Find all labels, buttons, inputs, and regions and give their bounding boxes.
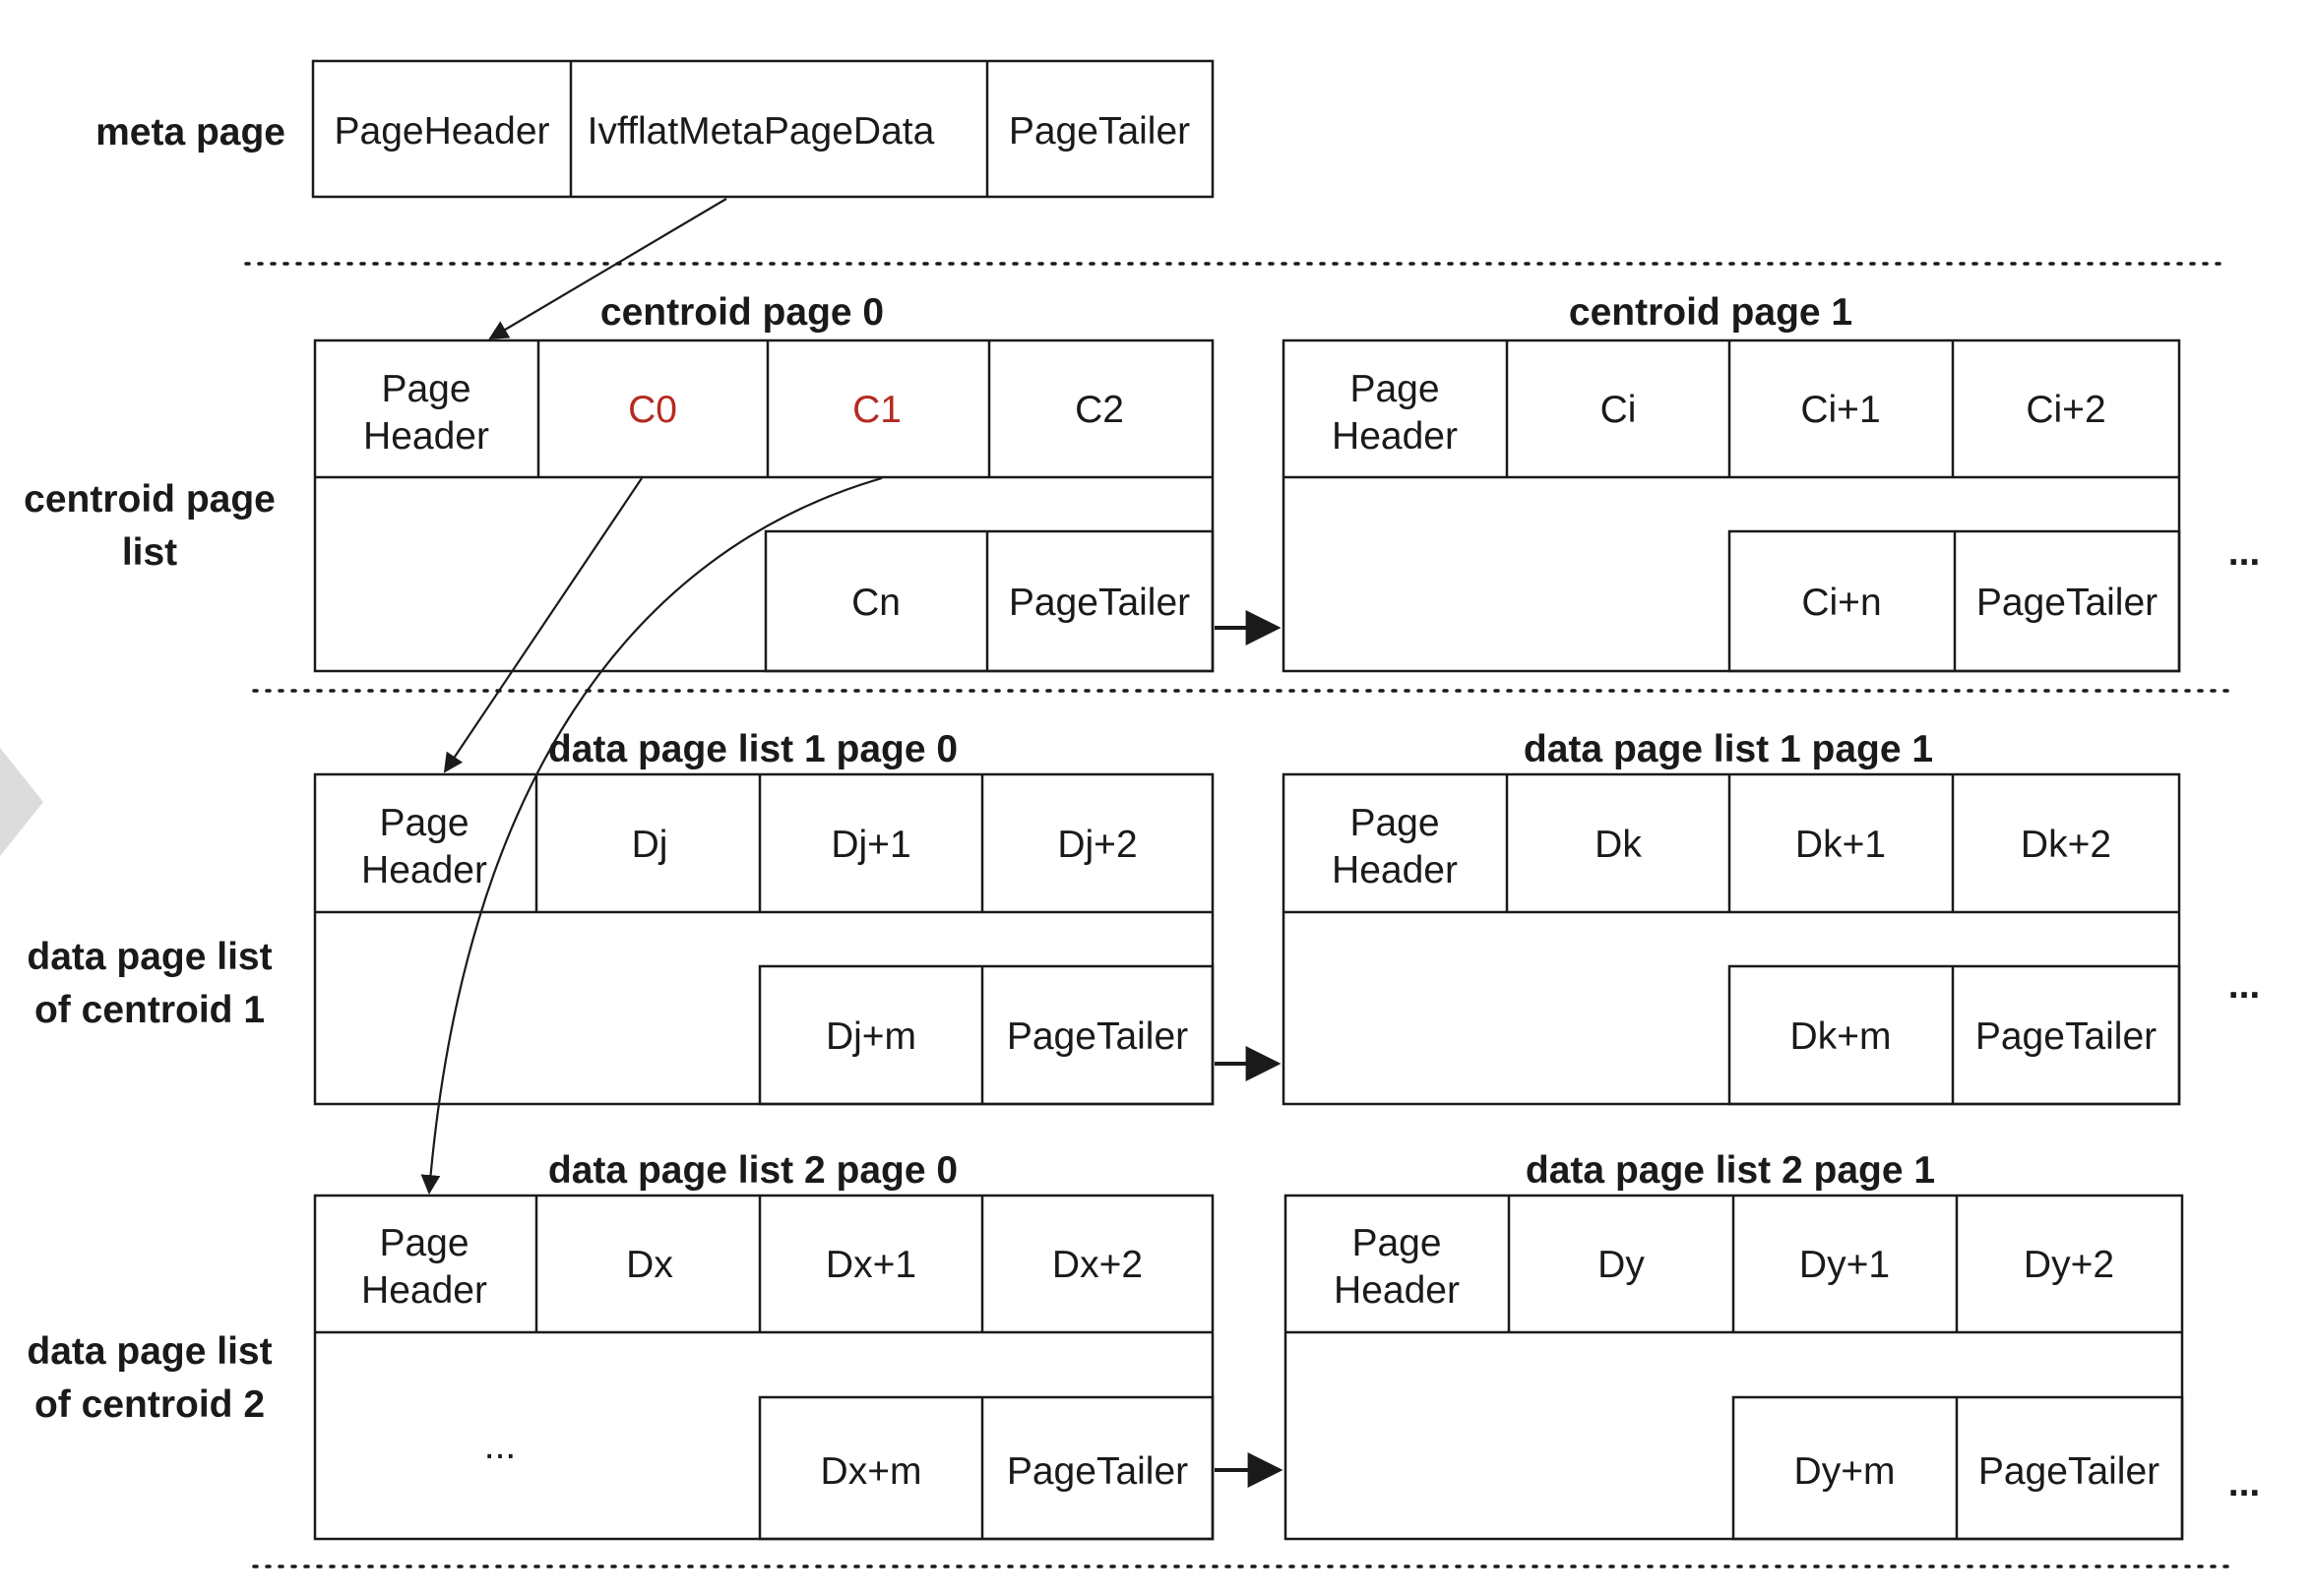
row-label-meta: meta page <box>95 111 285 153</box>
watermark-triangle <box>0 748 43 856</box>
data-dj-plus-m: Dj+m <box>826 1015 916 1058</box>
data-dx: Dx <box>626 1244 673 1286</box>
meta-page-box <box>311 59 1215 199</box>
data1-page-0-header-line2: Header <box>361 849 487 891</box>
data2-page-1-title: data page list 2 page 1 <box>1526 1149 1935 1192</box>
data1-page-1-tailer: PageTailer <box>1975 1015 2157 1058</box>
centroid-page-0-header-line1: Page <box>381 368 470 410</box>
c0-to-data-list-1-arrow <box>443 477 643 773</box>
data-dk-plus-1: Dk+1 <box>1795 824 1886 866</box>
centroid-c2: C2 <box>1075 389 1124 431</box>
continuation-ellipsis-centroid: ... <box>2228 531 2261 574</box>
centroid-page-1-header-line1: Page <box>1349 368 1439 410</box>
data2-page-1 <box>1283 1194 2184 1541</box>
data1-page-1-header-line2: Header <box>1332 849 1458 891</box>
data-dx-plus-2: Dx+2 <box>1052 1244 1143 1286</box>
row-label-data1-line2: of centroid 1 <box>34 989 265 1031</box>
data2-page-0-header-line2: Header <box>361 1269 487 1312</box>
centroid-page-1-tailer: PageTailer <box>1976 582 2158 624</box>
data2-page-1-header-line1: Page <box>1351 1222 1441 1264</box>
data-dx-plus-1: Dx+1 <box>826 1244 916 1286</box>
centroid-page-1 <box>1282 338 2181 673</box>
meta-to-centroid-arrow <box>488 198 727 340</box>
meta-page-header-cell: PageHeader <box>335 110 550 153</box>
c1-to-data-list-2-arrow <box>420 476 883 1195</box>
data-dj: Dj <box>632 824 668 866</box>
data2-page-0-filler-ellipsis: ... <box>484 1425 517 1467</box>
data2-page-1-tailer: PageTailer <box>1978 1450 2159 1493</box>
data2-page-0 <box>313 1194 1215 1541</box>
centroid-ci: Ci <box>1600 389 1637 431</box>
continuation-ellipsis-data1: ... <box>2228 964 2261 1007</box>
centroid-page-0-tailer: PageTailer <box>1009 582 1190 624</box>
data-dk-plus-m: Dk+m <box>1790 1015 1892 1058</box>
row-label-data2-line1: data page list <box>27 1330 272 1373</box>
meta-page-data-cell: IvfflatMetaPageData <box>588 110 935 153</box>
row-labels: meta page centroid page list data page l… <box>24 111 285 1426</box>
data1-page-1-title: data page list 1 page 1 <box>1524 728 1933 770</box>
centroid-ci-plus-2: Ci+2 <box>2026 389 2105 431</box>
centroid-ci-plus-n: Ci+n <box>1801 582 1881 624</box>
data-dy-plus-m: Dy+m <box>1794 1450 1896 1493</box>
data2-page-1-header-line2: Header <box>1334 1269 1460 1312</box>
row-label-data1-line1: data page list <box>27 936 272 978</box>
row-label-centroid-line1: centroid page <box>24 478 276 521</box>
data1-page-1-header-line1: Page <box>1349 802 1439 844</box>
data1-page-0-title: data page list 1 page 0 <box>548 728 958 770</box>
data-dj-plus-2: Dj+2 <box>1057 824 1137 866</box>
data1-page-0-header-line1: Page <box>379 802 469 844</box>
data1-page-0-tailer: PageTailer <box>1007 1015 1188 1058</box>
continuation-ellipsis-data2: ... <box>2228 1462 2261 1504</box>
centroid-page-0-title: centroid page 0 <box>600 291 884 334</box>
data-dy: Dy <box>1597 1244 1645 1286</box>
centroid-page-0-header-line2: Header <box>363 415 489 458</box>
centroid-page-1-title: centroid page 1 <box>1569 291 1852 334</box>
centroid-ci-plus-1: Ci+1 <box>1800 389 1880 431</box>
data-dj-plus-1: Dj+1 <box>831 824 910 866</box>
centroid-page-1-header-line2: Header <box>1332 415 1458 458</box>
row-label-data2-line2: of centroid 2 <box>34 1383 265 1426</box>
centroid-cn: Cn <box>851 582 901 624</box>
meta-page-tailer-cell: PageTailer <box>1009 110 1190 153</box>
centroid-c0: C0 <box>628 389 677 431</box>
data2-page-0-header-line1: Page <box>379 1222 469 1264</box>
data-dk: Dk <box>1595 824 1642 866</box>
data1-page-1 <box>1282 772 2181 1106</box>
data-dy-plus-1: Dy+1 <box>1799 1244 1890 1286</box>
data-dy-plus-2: Dy+2 <box>2024 1244 2114 1286</box>
data1-page-0 <box>313 772 1215 1106</box>
data2-page-0-tailer: PageTailer <box>1007 1450 1188 1493</box>
data-dx-plus-m: Dx+m <box>821 1450 922 1493</box>
data-dk-plus-2: Dk+2 <box>2021 824 2111 866</box>
meta-page <box>311 59 1215 199</box>
row-label-centroid-line2: list <box>122 531 177 574</box>
data2-page-0-title: data page list 2 page 0 <box>548 1149 958 1192</box>
centroid-page-0 <box>313 338 1215 673</box>
centroid-c1: C1 <box>852 389 902 431</box>
